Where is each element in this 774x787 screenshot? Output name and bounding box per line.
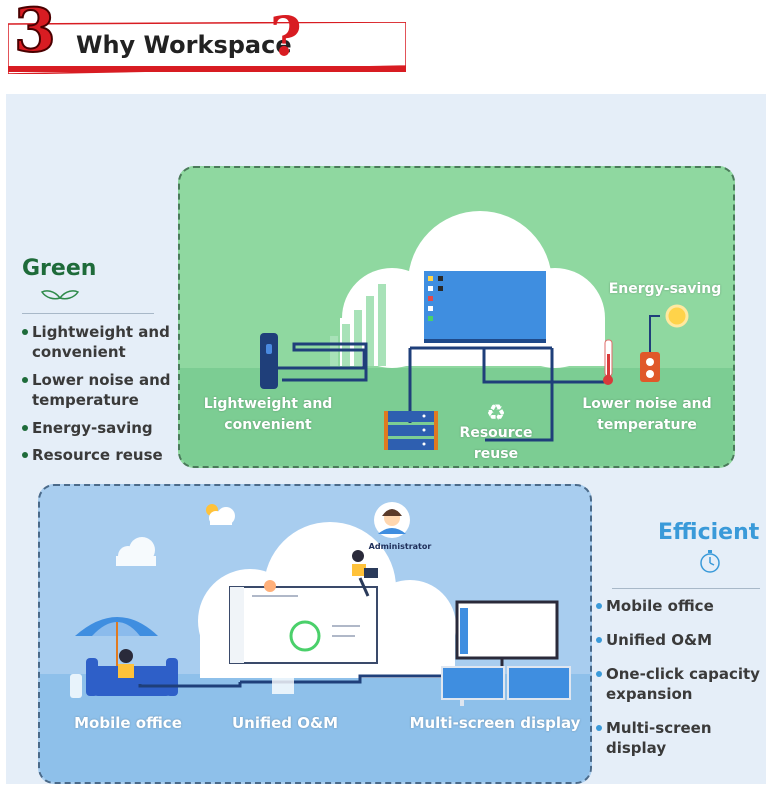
header-band	[8, 22, 406, 74]
question-mark-icon: ?	[270, 4, 302, 68]
plug-icon	[640, 315, 660, 382]
bulb-icon	[665, 304, 689, 328]
diagram-label-multiscreen: Multi-screen display	[409, 714, 581, 732]
efficient-bullet-list: Mobile office Unified O&M One-click capa…	[596, 596, 770, 758]
server-icon	[384, 411, 438, 450]
recycle-icon: ♻	[486, 401, 506, 426]
efficient-diagram	[40, 502, 590, 782]
list-item: Resource reuse	[22, 445, 182, 465]
leaf-icon	[40, 290, 80, 300]
green-diagram-panel: ♻ Lightweight and convenient Resource re…	[178, 166, 735, 468]
monitor-icon	[229, 586, 378, 664]
admin-avatar-icon	[374, 502, 410, 538]
list-item: Energy-saving	[22, 418, 182, 438]
mini-pc-icon	[260, 333, 278, 389]
list-item: Lower noise and temperature	[22, 370, 182, 410]
list-item: One-click capacity expansion	[596, 664, 770, 704]
green-divider	[22, 313, 154, 314]
admin-label: Administrator	[368, 542, 432, 551]
diagram-label-lightweight: Lightweight and convenient	[203, 396, 333, 433]
diagram-label-unified: Unified O&M	[231, 714, 338, 732]
green-bullet-list: Lightweight and convenient Lower noise a…	[22, 322, 182, 465]
efficient-title: Efficient	[658, 520, 760, 545]
list-item: Lightweight and convenient	[22, 322, 182, 362]
diagram-label-resource: Resource reuse	[459, 425, 533, 462]
efficient-diagram-panel: Mobile office Unified O&M Multi-screen d…	[38, 484, 592, 784]
sofa-icon	[92, 666, 172, 696]
diagram-label-lower-noise: Lower noise and temperature	[582, 396, 712, 433]
monitor-icon	[424, 271, 546, 343]
stopwatch-icon	[700, 550, 720, 573]
diagram-label-energy: Energy-saving	[608, 281, 722, 297]
monitor-icon	[441, 600, 571, 706]
diagram-label-mobile: Mobile office	[74, 714, 182, 732]
efficient-divider	[612, 588, 760, 589]
page-title: Why Workspace	[76, 31, 292, 59]
section-number: 3	[13, 0, 57, 67]
green-title: Green	[22, 256, 97, 281]
green-diagram: ♻	[180, 211, 733, 466]
list-item: Mobile office	[596, 596, 770, 616]
thermometer-icon	[603, 339, 613, 385]
list-item: Unified O&M	[596, 630, 770, 650]
list-item: Multi-screen display	[596, 718, 770, 758]
